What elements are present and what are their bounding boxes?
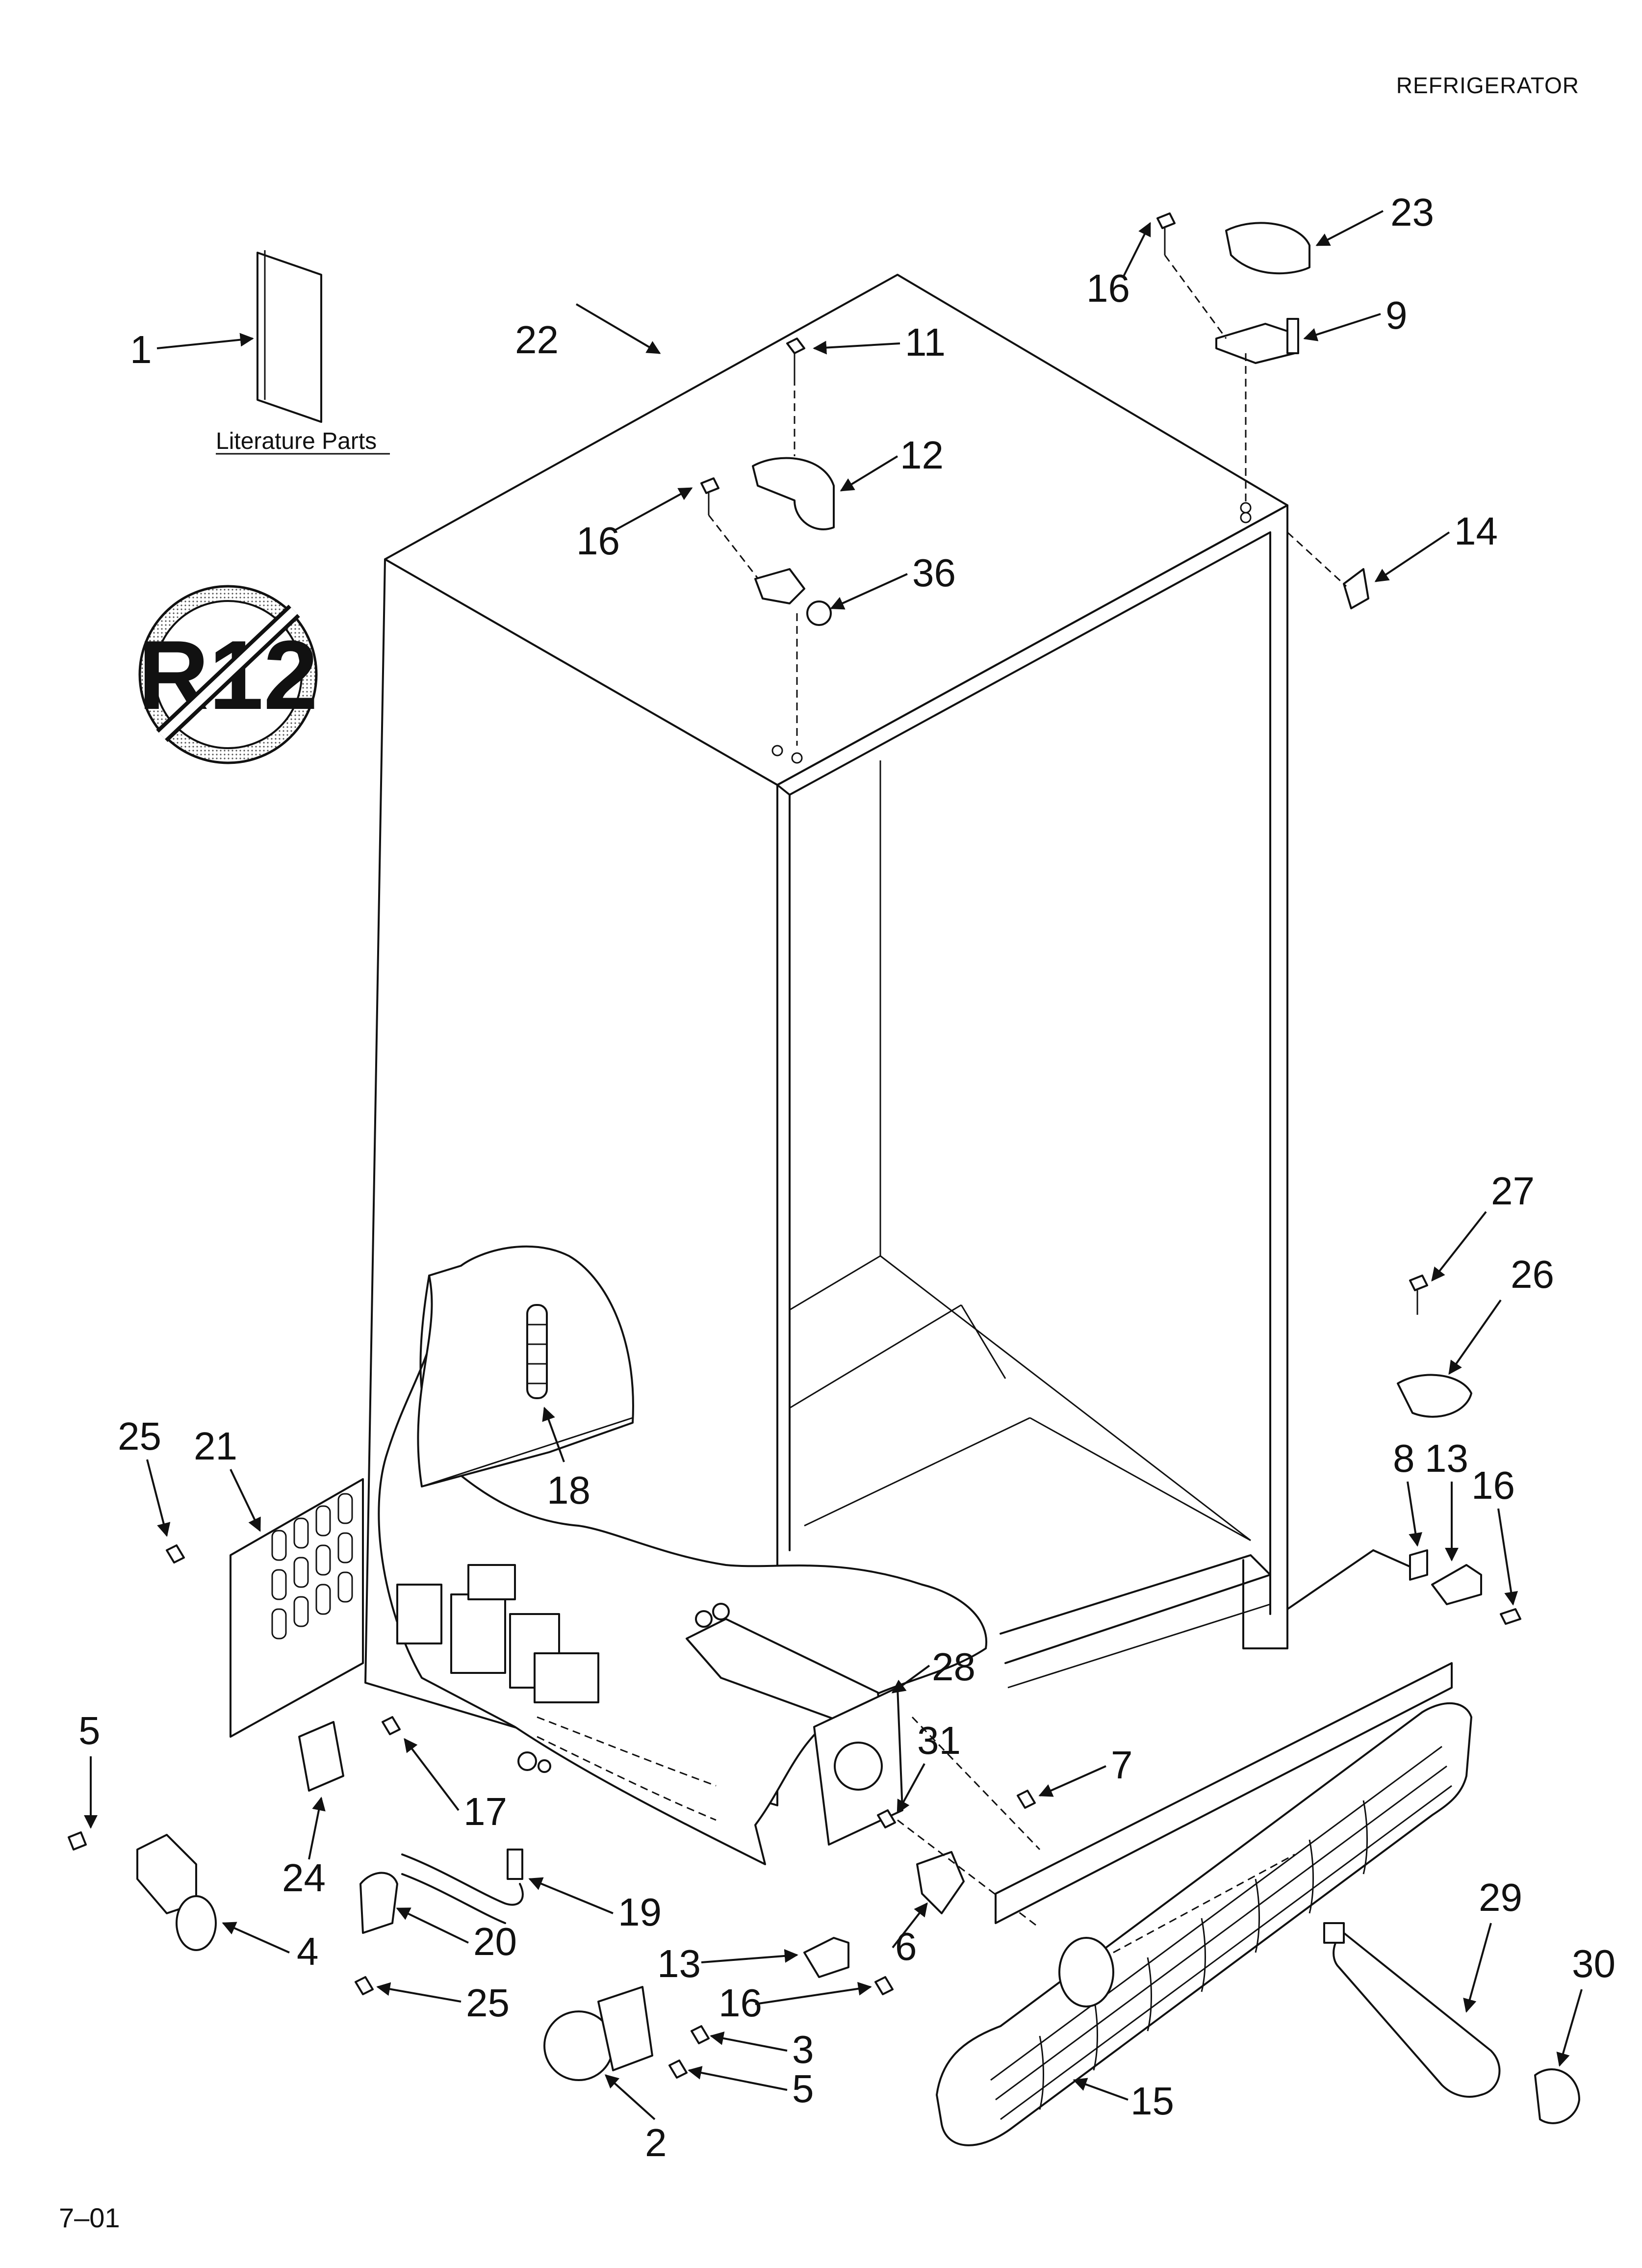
callout-2: 2 bbox=[645, 2121, 667, 2164]
bottom-center-parts bbox=[543, 1716, 1041, 2081]
bottom-left-parts bbox=[68, 1716, 524, 1995]
callout-16-right: 16 bbox=[1471, 1463, 1515, 1507]
top-right-hinge-parts bbox=[1156, 212, 1369, 609]
callout-9: 9 bbox=[1385, 293, 1408, 337]
literature-parts-label: Literature Parts bbox=[216, 428, 377, 454]
control-components bbox=[396, 1564, 599, 1703]
callout-15: 15 bbox=[1130, 2079, 1174, 2123]
callout-16-top-right: 16 bbox=[1086, 266, 1130, 310]
toe-grille bbox=[936, 1662, 1472, 2146]
callout-7: 7 bbox=[1111, 1743, 1133, 1787]
callout-12: 12 bbox=[900, 433, 944, 477]
callout-28: 28 bbox=[932, 1645, 975, 1689]
callout-26: 26 bbox=[1511, 1252, 1554, 1296]
callout-5-left: 5 bbox=[78, 1709, 101, 1752]
callout-25-bottom: 25 bbox=[466, 1981, 510, 2025]
callout-24: 24 bbox=[282, 1856, 326, 1900]
callout-11: 11 bbox=[905, 320, 946, 364]
rear-access-panel bbox=[166, 1478, 364, 1738]
callout-20: 20 bbox=[473, 1920, 517, 1963]
callout-13-bottom: 13 bbox=[657, 1942, 701, 1985]
callout-16-top-left: 16 bbox=[576, 519, 620, 563]
callout-21: 21 bbox=[194, 1424, 237, 1468]
callout-labels: 1 22 11 12 16 36 23 16 9 14 27 26 8 13 1… bbox=[78, 190, 1616, 2164]
top-left-hinge-parts bbox=[700, 338, 835, 746]
callout-1: 1 bbox=[130, 328, 152, 371]
no-r12-badge-icon: R12 bbox=[138, 585, 318, 764]
callout-27: 27 bbox=[1491, 1169, 1535, 1213]
callout-19: 19 bbox=[618, 1890, 662, 1934]
machine-compartment-cutaway bbox=[378, 1245, 988, 1865]
page-title: REFRIGERATOR bbox=[1396, 73, 1579, 98]
callout-31: 31 bbox=[917, 1719, 961, 1762]
callout-25-top: 25 bbox=[118, 1414, 161, 1458]
callout-4: 4 bbox=[297, 1929, 319, 1973]
defrost-drain-coil bbox=[526, 1304, 548, 1399]
right-lower-parts bbox=[1397, 1275, 1521, 1625]
callout-23: 23 bbox=[1390, 190, 1434, 234]
callout-16-bottom: 16 bbox=[718, 1981, 762, 2025]
callout-22: 22 bbox=[515, 318, 559, 362]
callout-36: 36 bbox=[912, 551, 956, 595]
callout-8: 8 bbox=[1393, 1436, 1415, 1480]
callout-13-right: 13 bbox=[1425, 1436, 1468, 1480]
callout-30: 30 bbox=[1572, 1942, 1616, 1985]
callout-5-bottom: 5 bbox=[792, 2067, 814, 2111]
callout-14: 14 bbox=[1454, 509, 1498, 553]
literature-booklet: Literature Parts bbox=[216, 250, 390, 455]
callout-17: 17 bbox=[463, 1790, 507, 1833]
callout-29: 29 bbox=[1479, 1876, 1522, 1919]
leader-arrows bbox=[84, 210, 1583, 2120]
water-filter bbox=[1323, 1922, 1580, 2124]
callout-18: 18 bbox=[547, 1468, 590, 1512]
date-code: 7–01 bbox=[59, 2202, 120, 2233]
callout-3: 3 bbox=[792, 2028, 814, 2071]
